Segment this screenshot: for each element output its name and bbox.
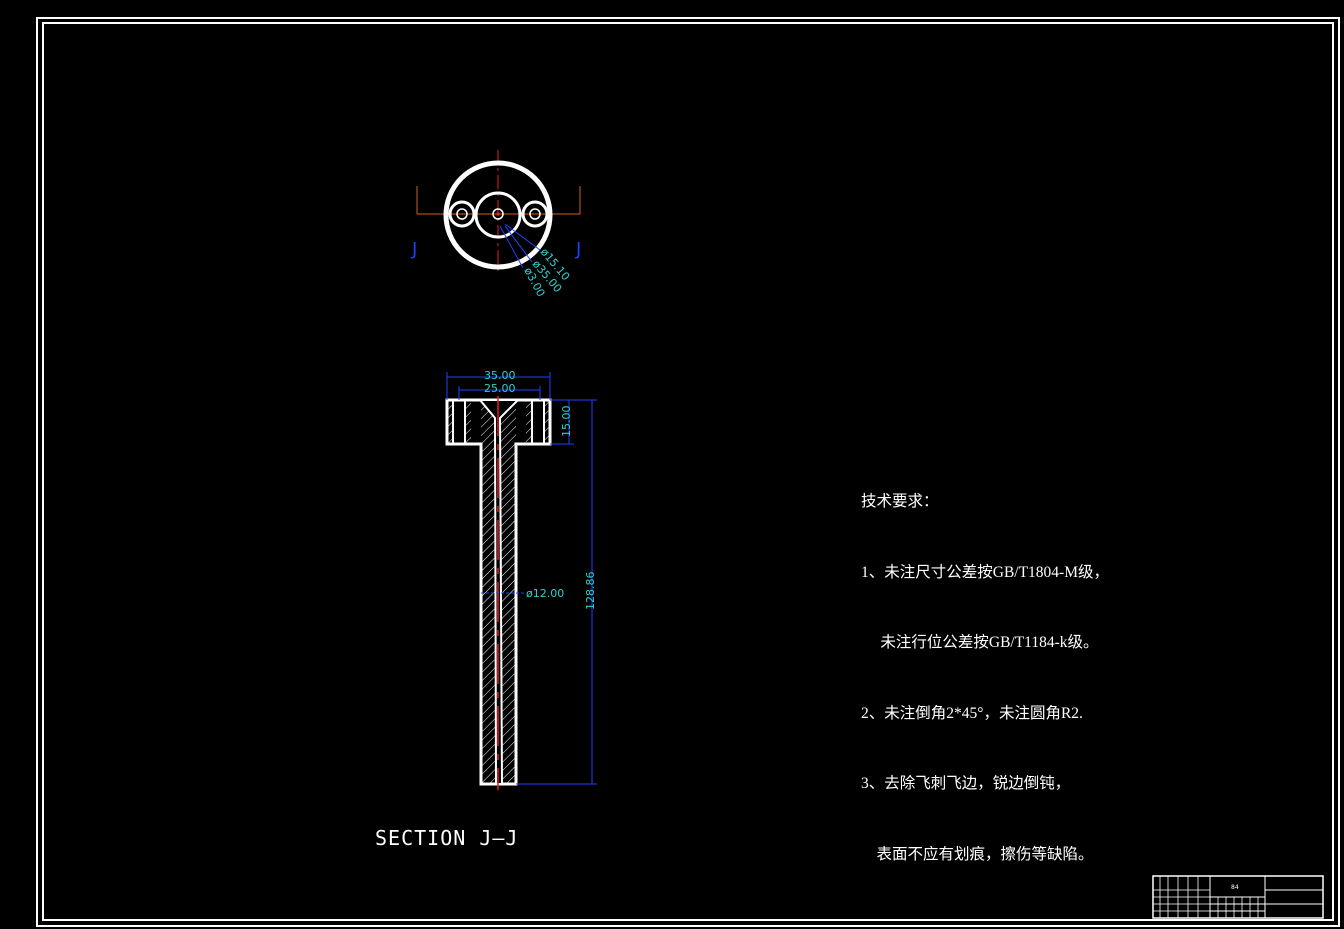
dim-outer-width: 35.00	[484, 369, 516, 382]
notes-line-5: 表面不应有划痕，擦伤等缺陷。	[861, 845, 1094, 863]
dim-shaft-diameter: ø12.00	[526, 587, 564, 600]
notes-line-4: 3、去除飞刺飞边，锐边倒钝，	[861, 775, 1071, 792]
outer-frame	[36, 17, 1340, 927]
tapered-bore	[477, 399, 521, 785]
dim-total-length: 128.86	[584, 572, 597, 611]
inner-frame	[42, 22, 1334, 921]
flange-left-bore	[452, 399, 466, 445]
right-hole-outer	[521, 200, 549, 228]
leader-d3	[499, 225, 524, 269]
title-block: 84	[1152, 875, 1324, 919]
top-view: ø15.10 ø35.00 ø3.00 J J	[411, 150, 581, 299]
outer-circle	[443, 160, 553, 270]
section-marker-left: J	[411, 239, 417, 260]
dim-inner-width: 25.00	[484, 382, 516, 395]
notes-line-2: 未注行位公差按GB/T1184-k级。	[861, 634, 1099, 651]
section-marker-right: J	[575, 239, 581, 260]
center-point	[496, 212, 500, 216]
notes-line-1: 1、未注尺寸公差按GB/T1804-M级，	[861, 563, 1110, 581]
center-hole	[492, 208, 504, 220]
section-view: 35.00 25.00 15.00 128.86 ø12.00 SECTION …	[375, 369, 597, 850]
left-hole-outer	[448, 200, 476, 228]
flange-right-bore	[531, 399, 545, 445]
title-block-label: 84	[1231, 884, 1239, 891]
dim-flange-height: 15.00	[560, 406, 573, 438]
leader-d1	[504, 223, 541, 251]
section-label: SECTION J—J	[375, 826, 518, 850]
center-circle	[474, 191, 522, 239]
leader-d2	[504, 225, 533, 263]
left-hole-inner	[456, 208, 468, 220]
technical-requirements: 技术要求： 1、未注尺寸公差按GB/T1804-M级， 未注行位公差按GB/T1…	[861, 443, 1109, 913]
notes-line-3: 2、未注倒角2*45°，未注圆角R2.	[861, 704, 1083, 722]
notes-title: 技术要求：	[861, 493, 939, 510]
right-hole-inner	[529, 208, 541, 220]
